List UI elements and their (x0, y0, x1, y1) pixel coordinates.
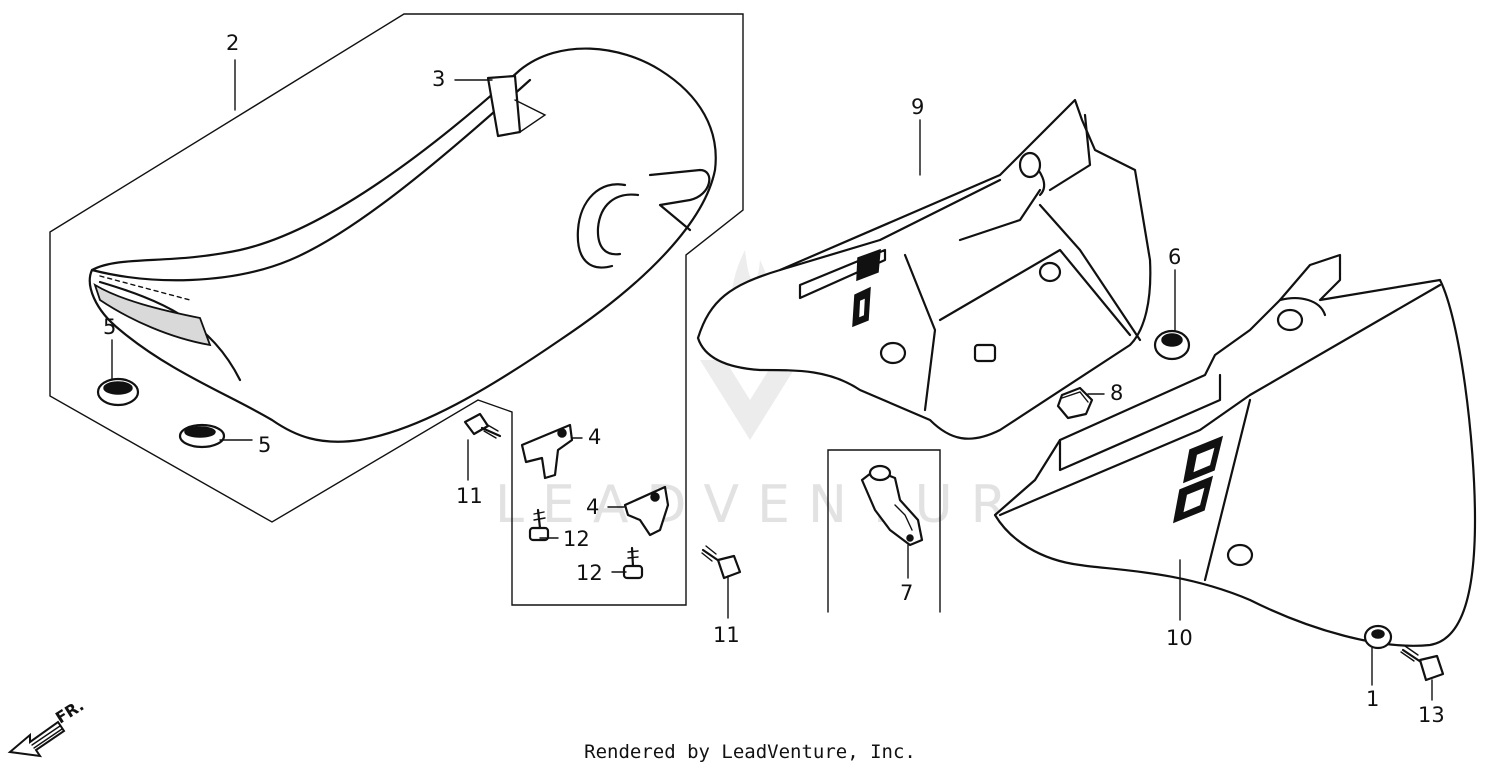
callout-11b: 11 (713, 623, 740, 647)
callout-13: 13 (1418, 703, 1445, 727)
part-1-washer (1363, 624, 1393, 650)
seat: CR (88, 47, 717, 443)
bracket-group-outline (827, 449, 941, 613)
callout-6: 6 (1168, 245, 1181, 269)
callout-8: 8 (1110, 381, 1123, 405)
render-credit: Rendered by LeadVenture, Inc. (584, 741, 916, 763)
callout-5b: 5 (258, 433, 271, 457)
watermark-text: LEADVENTURE (495, 475, 1076, 535)
callout-labels: 2 3 5 5 11 4 4 12 12 11 9 6 8 7 10 1 13 (103, 31, 1445, 727)
watermark-logo (700, 360, 800, 440)
callout-12a: 12 (563, 527, 590, 551)
part-12-screw-b (622, 546, 644, 580)
part-5-bumper-b (178, 423, 226, 449)
callout-12b: 12 (576, 561, 603, 585)
part-13-bolt (1400, 645, 1445, 682)
part-11-bolt-a (463, 412, 502, 439)
part-12-screw-a (528, 508, 550, 542)
callout-4b: 4 (586, 495, 599, 519)
callout-9: 9 (911, 95, 924, 119)
callout-1: 1 (1366, 687, 1379, 711)
part-7-bracket (860, 464, 924, 547)
callout-2: 2 (226, 31, 239, 55)
part-4-bracket-a (520, 423, 574, 480)
front-arrow-icon (7, 720, 66, 758)
part-5-bumper-a (96, 377, 140, 407)
part-3-strap (486, 74, 547, 138)
seat-cr-logo: CR (576, 168, 711, 269)
callout-5a: 5 (103, 315, 116, 339)
part-4-bracket-b (623, 485, 670, 537)
callout-7: 7 (900, 581, 913, 605)
callout-10: 10 (1166, 626, 1193, 650)
part-8-nut (1056, 386, 1094, 420)
callout-3: 3 (432, 67, 445, 91)
callout-4a: 4 (588, 425, 601, 449)
callout-11a: 11 (456, 484, 483, 508)
leader-lines (111, 59, 1433, 701)
seat-group-outline (49, 13, 744, 606)
part-10-right-side-cover (993, 253, 1477, 647)
part-11-bolt-b (701, 545, 742, 580)
part-6-grommet (1153, 329, 1191, 361)
part-9-left-side-cover (696, 98, 1152, 440)
